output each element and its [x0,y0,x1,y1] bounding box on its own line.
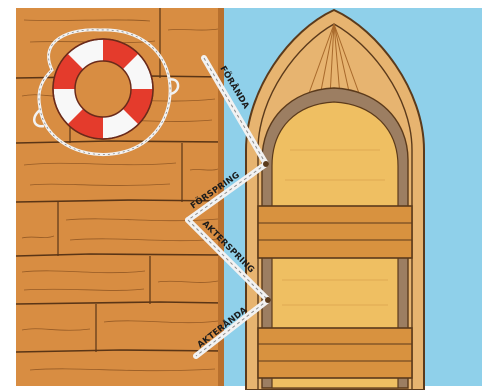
boat [246,10,424,390]
